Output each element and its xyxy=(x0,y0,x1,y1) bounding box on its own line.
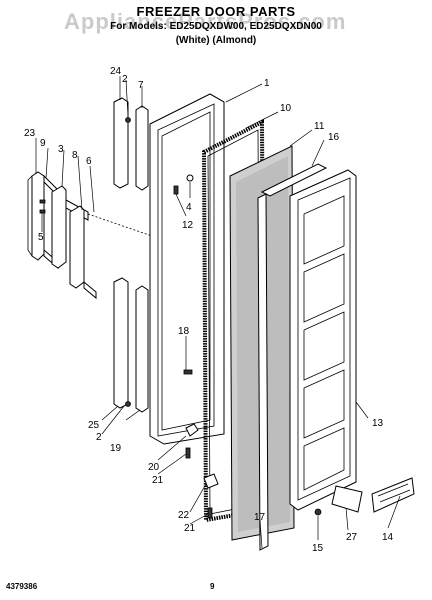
callout-18: 18 xyxy=(178,326,190,337)
callout-24: 24 xyxy=(110,66,122,77)
document-number: 4379386 xyxy=(6,582,38,591)
callout-19: 19 xyxy=(110,443,122,454)
callout-21-upper: 21 xyxy=(152,475,164,486)
liner-strip-17[interactable] xyxy=(257,193,269,551)
hinge-parts[interactable] xyxy=(185,423,219,519)
callout-23: 23 xyxy=(24,128,36,139)
callout-22: 22 xyxy=(178,510,190,521)
callout-10: 10 xyxy=(280,103,292,114)
page-number: 9 xyxy=(210,582,215,591)
bracket-18[interactable] xyxy=(183,369,193,375)
handle-trim[interactable] xyxy=(51,185,97,300)
screw-5[interactable] xyxy=(39,199,46,204)
screw-15[interactable] xyxy=(314,508,322,516)
callout-1: 1 xyxy=(264,78,270,89)
callout-7: 7 xyxy=(138,80,144,91)
callout-5: 5 xyxy=(38,232,44,243)
screw-2-top[interactable] xyxy=(125,117,131,123)
callout-12: 12 xyxy=(182,220,194,231)
callout-4: 4 xyxy=(186,202,192,213)
callout-6: 6 xyxy=(86,156,92,167)
callout-9: 9 xyxy=(40,138,46,149)
color-variants: (White) (Almond) xyxy=(175,35,257,46)
callout-13: 13 xyxy=(372,418,384,429)
cap-27[interactable] xyxy=(331,485,363,513)
screw-2-bottom[interactable] xyxy=(125,401,131,407)
model-numbers: For Models: ED25DQXDW00, ED25DQXDN00 xyxy=(110,21,322,32)
plug-4[interactable] xyxy=(186,174,194,182)
callout-2-top: 2 xyxy=(122,74,128,85)
callout-17: 17 xyxy=(254,512,266,523)
callout-20: 20 xyxy=(148,462,160,473)
callout-25: 25 xyxy=(88,420,100,431)
page-title: FREEZER DOOR PARTS xyxy=(136,4,296,19)
callout-16: 16 xyxy=(328,132,340,143)
callout-8: 8 xyxy=(72,150,78,161)
leader-lines xyxy=(35,76,401,549)
callout-27: 27 xyxy=(346,532,358,543)
door-shelf-14[interactable] xyxy=(371,477,415,513)
callout-21-lower: 21 xyxy=(184,523,196,534)
clip-12[interactable] xyxy=(173,185,179,195)
watermark: AppliancePartsPros.com xyxy=(64,9,347,34)
callout-numbers: 1 10 11 16 24 2 7 4 12 18 13 14 15 27 17… xyxy=(24,66,394,554)
callout-14: 14 xyxy=(382,532,394,543)
top-trim-strip[interactable] xyxy=(113,97,149,191)
callout-2-bottom: 2 xyxy=(96,432,102,443)
inner-door-liner[interactable] xyxy=(289,169,357,511)
callout-15: 15 xyxy=(312,543,324,554)
breaker-strip-16[interactable] xyxy=(260,163,328,197)
callout-3: 3 xyxy=(58,144,64,155)
callout-11: 11 xyxy=(314,121,325,132)
bottom-trim-strip[interactable] xyxy=(113,277,149,413)
screw-5b[interactable] xyxy=(39,209,46,214)
